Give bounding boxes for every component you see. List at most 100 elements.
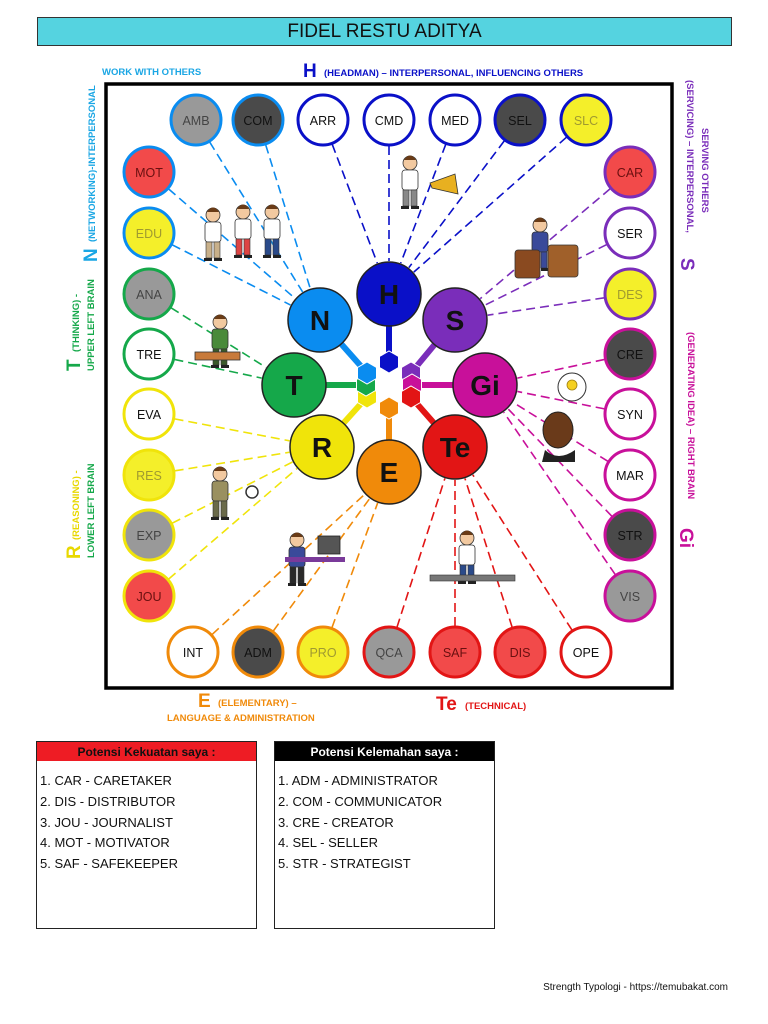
label-r-letter: R <box>64 545 85 559</box>
type-circle-car: CAR <box>603 145 657 199</box>
type-circle-label: SLC <box>574 114 598 128</box>
type-circle-amb: AMB <box>169 93 223 147</box>
type-circle-label: CRE <box>617 348 643 362</box>
center-circle-h: H <box>356 261 422 327</box>
label-n-letter: N <box>81 248 102 262</box>
list-item: 2. COM - COMMUNICATOR <box>278 793 443 809</box>
type-circle-sel: SEL <box>493 93 547 147</box>
list-item: 2. DIS - DISTRIBUTOR <box>40 793 176 809</box>
type-circle-mot: MOT <box>122 145 176 199</box>
type-circle-syn: SYN <box>603 387 657 441</box>
spoke-line <box>413 136 568 273</box>
type-circle-ope: OPE <box>559 625 613 679</box>
center-circle-r: R <box>289 414 355 480</box>
type-circle-label: EVA <box>137 408 162 422</box>
label-t-description-1: (THINKING) - <box>71 294 82 352</box>
type-circle-des: DES <box>603 267 657 321</box>
label-s-description-1: (SERVICING) – INTERPERSONAL, <box>684 80 695 233</box>
label-gi-letter: Gi <box>675 528 696 548</box>
type-circle-vis: VIS <box>603 569 657 623</box>
strengths-box: Potensi Kekuatan saya : 1. CAR - CARETAK… <box>36 741 257 929</box>
technician-illustration <box>458 530 476 584</box>
center-circle-label: Gi <box>470 370 500 401</box>
type-circle-label: JOU <box>137 590 162 604</box>
hex-cell <box>401 385 421 409</box>
type-circle-saf: SAF <box>428 625 482 679</box>
type-circle-label: QCA <box>375 646 403 660</box>
spoke-line <box>331 502 379 628</box>
type-circle-label: PRO <box>309 646 336 660</box>
type-circle-int: INT <box>166 625 220 679</box>
label-e-description-1: (ELEMENTARY) – <box>218 698 297 709</box>
list-item: 5. SAF - SAFEKEEPER <box>40 856 178 872</box>
center-circle-label: E <box>380 457 399 488</box>
type-circle-label: SAF <box>443 646 468 660</box>
workbench-icon <box>429 574 516 582</box>
type-circle-label: DES <box>617 288 643 302</box>
spoke-line <box>472 474 573 631</box>
type-circle-label: ANA <box>136 288 162 302</box>
type-circle-label: INT <box>183 646 204 660</box>
type-circle-str: STR <box>603 508 657 562</box>
type-circle-label: MOT <box>135 166 163 180</box>
type-circle-ser: SER <box>603 206 657 260</box>
type-circle-qca: QCA <box>362 625 416 679</box>
diagram-frame <box>104 82 674 690</box>
type-circle-label: EXP <box>136 529 161 543</box>
weaknesses-box: Potensi Kelemahan saya : 1. ADM - ADMINI… <box>274 741 495 929</box>
type-circle-label: STR <box>618 529 643 543</box>
spoke-line <box>171 244 291 306</box>
label-r-description-1: (REASONING) - <box>71 470 82 540</box>
list-item: 5. STR - STRATEGIST <box>278 856 411 872</box>
spoke-line <box>503 411 616 576</box>
detective-illustration <box>211 466 229 520</box>
spoke-line <box>396 478 446 628</box>
type-circle-label: CMD <box>375 114 403 128</box>
center-circle-label: T <box>285 370 302 401</box>
spoke-line <box>464 478 513 628</box>
label-h-description: (HEADMAN) – INTERPERSONAL, INFLUENCING O… <box>324 68 583 79</box>
label-s-letter: S <box>676 258 697 271</box>
center-circle-t: T <box>261 352 327 418</box>
center-circle-te: Te <box>422 414 488 480</box>
type-circle-label: OPE <box>573 646 599 660</box>
type-circle-arr: ARR <box>296 93 350 147</box>
label-e-letter: E <box>198 691 211 712</box>
label-h-letter: H <box>303 61 317 82</box>
strengths-list: 1. CAR - CARETAKER 2. DIS - DISTRIBUTOR … <box>37 761 256 875</box>
list-item: 3. CRE - CREATOR <box>278 814 394 830</box>
hex-cell <box>379 350 399 374</box>
spoke-line <box>171 461 293 524</box>
spoke-line <box>174 451 290 472</box>
list-item: 4. MOT - MOTIVATOR <box>40 835 170 851</box>
type-circle-label: DIS <box>510 646 531 660</box>
center-circle-label: N <box>310 305 330 336</box>
type-circle-label: SYN <box>617 408 643 422</box>
megaphone-icon <box>429 173 459 195</box>
label-n-description: (NETWORKING)-INTERPERSONAL <box>87 85 98 242</box>
desk-icon <box>194 351 241 361</box>
type-circle-label: COM <box>243 114 272 128</box>
label-t-description-2: UPPER LEFT BRAIN <box>86 279 97 371</box>
type-circle-mar: MAR <box>603 448 657 502</box>
type-circle-eva: EVA <box>122 387 176 441</box>
spoke-line <box>487 297 605 316</box>
label-s-description-2: SERVING OTHERS <box>699 128 710 213</box>
center-circle-label: Te <box>440 432 471 463</box>
center-circle-label: S <box>446 305 465 336</box>
type-circle-tre: TRE <box>122 327 176 381</box>
spoke-line <box>408 140 506 269</box>
type-circle-label: RES <box>136 469 162 483</box>
luggage-icon <box>514 249 541 279</box>
type-circle-edu: EDU <box>122 206 176 260</box>
center-circle-label: R <box>312 432 332 463</box>
spoke-line <box>211 493 366 636</box>
type-circle-label: SEL <box>508 114 532 128</box>
center-circle-s: S <box>422 287 488 353</box>
hex-cell <box>379 396 399 420</box>
spoke-line <box>209 141 304 293</box>
type-circle-exp: EXP <box>122 508 176 562</box>
spoke-line <box>168 467 298 580</box>
type-circle-res: RES <box>122 448 176 502</box>
